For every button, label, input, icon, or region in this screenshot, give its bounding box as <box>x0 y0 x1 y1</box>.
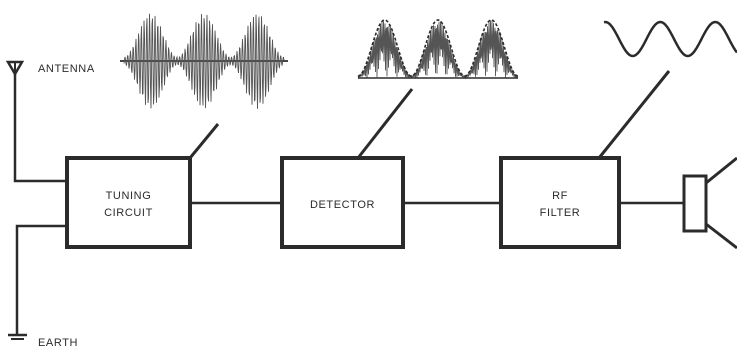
detector-block: DETECTOR <box>280 156 405 249</box>
rf-filter-block: RF FILTER <box>499 156 621 249</box>
earth-symbol <box>8 333 27 340</box>
antenna-wire <box>13 74 67 183</box>
filter-waveform-pointer <box>597 70 671 159</box>
tuning-circuit-label-line2: CIRCUIT <box>104 207 153 219</box>
detector-waveform-pointer <box>356 88 414 159</box>
earth-wire <box>15 224 67 335</box>
rf-filter-label-line2: FILTER <box>540 207 581 219</box>
am-carrier-waveform <box>120 13 288 109</box>
rf-filter-label-line1: RF <box>552 190 568 202</box>
audio-sine-waveform <box>603 20 737 58</box>
tuning-circuit-block: TUNING CIRCUIT <box>65 156 192 249</box>
tuning-circuit-label-line1: TUNING <box>106 190 152 202</box>
antenna-symbol <box>5 60 25 77</box>
rectified-waveform <box>357 19 519 80</box>
detector-label: DETECTOR <box>310 199 375 211</box>
loudspeaker-icon <box>682 156 737 250</box>
earth-label: EARTH <box>38 337 78 349</box>
antenna-label: ANTENNA <box>38 63 95 75</box>
tuning-waveform-pointer <box>188 123 220 159</box>
